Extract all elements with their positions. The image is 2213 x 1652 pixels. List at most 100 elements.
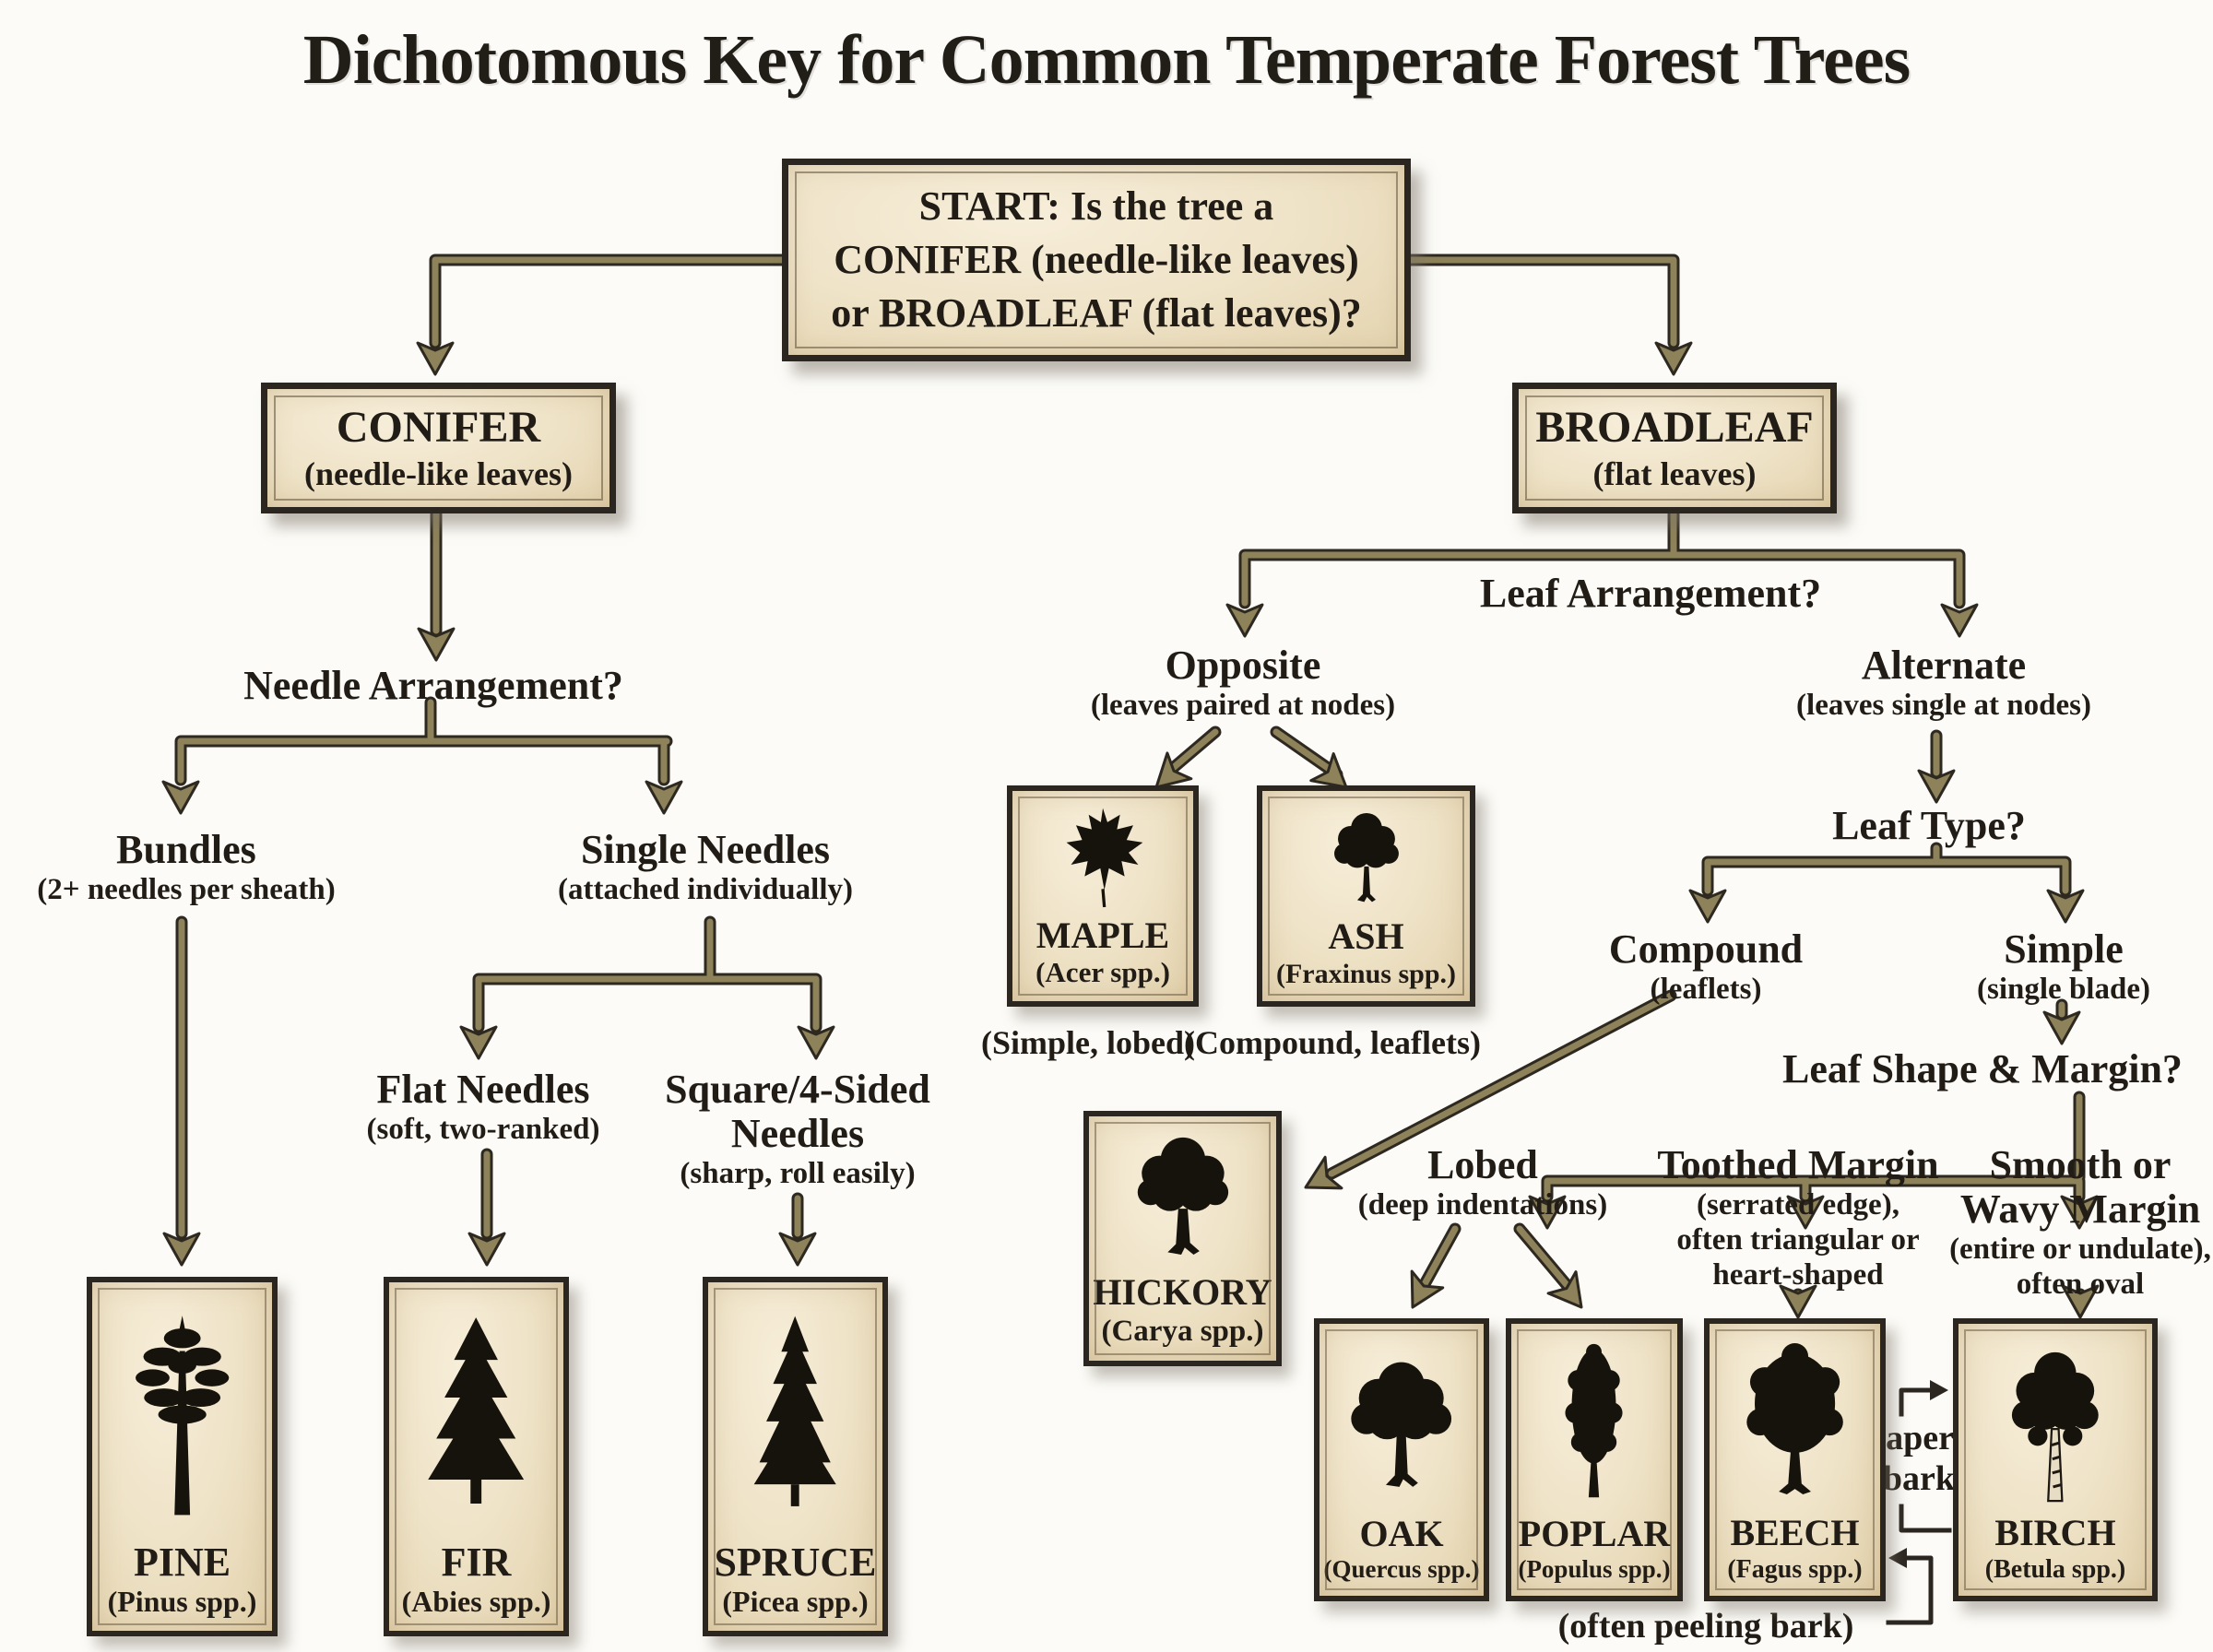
option-label: Lobed	[1427, 1142, 1538, 1187]
option-label: Flat Needles	[376, 1067, 590, 1112]
note-text: (Compound, leaflets)	[1184, 1024, 1481, 1061]
option-label: Simple	[2004, 926, 2124, 972]
connector-fills	[177, 256, 2084, 1302]
start-line: START: Is the tree a	[918, 183, 1274, 229]
option-label: Alternate	[1861, 643, 2027, 688]
species-card-fir: FIR (Abies spp.)	[384, 1277, 569, 1636]
species-card-beech: BEECH (Fagus spp.)	[1704, 1318, 1886, 1601]
species-card-spruce: SPRUCE (Picea spp.)	[703, 1277, 888, 1636]
pine-tree-icon	[135, 1316, 230, 1516]
species-latin: (Populus spp.)	[1518, 1555, 1671, 1584]
species-name: HICKORY	[1093, 1271, 1272, 1314]
maple-leaf-icon	[1066, 808, 1143, 908]
question-leaf-arrangement: Leaf Arrangement?	[1480, 572, 1821, 616]
species-name: MAPLE	[1035, 914, 1170, 956]
option-sub: (entire or undulate),	[1949, 1233, 2211, 1266]
question-leaf-shape-margin: Leaf Shape & Margin?	[1782, 1047, 2183, 1092]
question-needle-arrangement: Needle Arrangement?	[243, 664, 623, 708]
question-text: Leaf Arrangement?	[1479, 571, 1822, 616]
annotation-text: bark	[1882, 1459, 1956, 1498]
option-label: Smooth or	[1989, 1142, 2172, 1187]
start-node: START: Is the tree a CONIFER (needle-lik…	[782, 159, 1411, 361]
option-bundles: Bundles (2+ needles per sheath)	[37, 828, 335, 907]
option-sub: (single blade)	[1977, 973, 2150, 1006]
broadleaf-node: BROADLEAF (flat leaves)	[1512, 383, 1837, 513]
oak-tree-icon	[1351, 1362, 1452, 1487]
question-text: Leaf Shape & Margin?	[1782, 1046, 2183, 1092]
conifer-node: CONIFER (needle-like leaves)	[261, 383, 616, 513]
species-latin: (Acer spp.)	[1035, 956, 1170, 989]
species-latin: (Abies spp.)	[401, 1585, 551, 1619]
species-latin: (Pinus spp.)	[107, 1585, 257, 1619]
conifer-node-sub: (needle-like leaves)	[304, 455, 573, 492]
species-name: OAK	[1359, 1513, 1444, 1555]
start-line: or BROADLEAF (flat leaves)?	[831, 290, 1362, 336]
hickory-tree-icon	[1137, 1137, 1228, 1255]
option-sub: often triangular or	[1676, 1223, 1920, 1257]
option-sub: (attached individually)	[558, 873, 853, 906]
species-card-birch: BIRCH (Betula spp.)	[1953, 1318, 2158, 1601]
beech-tree-icon	[1746, 1342, 1843, 1494]
species-latin: (Carya spp.)	[1101, 1315, 1264, 1349]
option-flat-needles: Flat Needles (soft, two-ranked)	[367, 1068, 600, 1147]
option-sub: (leaves paired at nodes)	[1090, 689, 1396, 722]
species-name: BEECH	[1730, 1512, 1860, 1554]
option-compound: Compound (leaflets)	[1609, 927, 1803, 1007]
species-name: FIR	[441, 1539, 512, 1585]
species-card-maple: MAPLE (Acer spp.)	[1007, 785, 1199, 1007]
option-label: Wavy Margin	[1959, 1186, 2201, 1232]
species-name: POPLAR	[1518, 1513, 1671, 1555]
papery-bark-arrow	[1930, 1380, 1948, 1400]
question-leaf-type: Leaf Type?	[1832, 804, 2026, 848]
option-sub: (deep indentations)	[1357, 1188, 1608, 1221]
peeling-bark-arrow	[1888, 1548, 1907, 1568]
species-name: BIRCH	[1994, 1512, 2116, 1554]
option-smooth-wavy-margin: Smooth or Wavy Margin (entire or undulat…	[1949, 1143, 2211, 1302]
species-card-oak: OAK (Quercus spp.)	[1314, 1318, 1489, 1601]
option-sub: (sharp, roll easily)	[680, 1157, 916, 1190]
option-label: Needles	[730, 1111, 865, 1156]
annotation-text: (often peeling bark)	[1557, 1607, 1854, 1646]
option-label: Opposite	[1165, 643, 1321, 688]
option-label: Toothed Margin	[1657, 1142, 1939, 1187]
species-name: SPRUCE	[714, 1539, 877, 1585]
option-simple: Simple (single blade)	[1977, 927, 2150, 1007]
species-latin: (Fagus spp.)	[1727, 1554, 1863, 1584]
option-opposite: Opposite (leaves paired at nodes)	[1091, 643, 1395, 723]
spruce-tree-icon	[753, 1316, 837, 1506]
species-latin: (Quercus spp.)	[1323, 1555, 1480, 1584]
maple-note: (Simple, lobed)	[981, 1023, 1195, 1062]
option-square-needles: Square/4-Sided Needles (sharp, roll easi…	[665, 1068, 930, 1191]
option-sub: (serrated edge),	[1697, 1188, 1899, 1221]
option-toothed-margin: Toothed Margin (serrated edge), often tr…	[1657, 1143, 1938, 1292]
option-lobed: Lobed (deep indentations)	[1358, 1143, 1607, 1222]
option-alternate: Alternate (leaves single at nodes)	[1796, 643, 2091, 723]
question-text: Needle Arrangement?	[243, 663, 623, 708]
peeling-bark-label: (often peeling bark)	[1558, 1606, 1854, 1646]
fir-tree-icon	[428, 1317, 525, 1504]
species-card-poplar: POPLAR (Populus spp.)	[1506, 1318, 1683, 1601]
option-sub: (leaflets)	[1650, 973, 1762, 1006]
species-card-pine: PINE (Pinus spp.)	[87, 1277, 278, 1636]
start-line: CONIFER (needle-like leaves)	[834, 237, 1359, 282]
species-card-hickory: HICKORY (Carya spp.)	[1083, 1111, 1282, 1366]
ash-note: (Compound, leaflets)	[1184, 1023, 1481, 1062]
poplar-tree-icon	[1565, 1343, 1624, 1498]
broadleaf-node-sub: (flat leaves)	[1592, 455, 1757, 492]
page-title: Dichotomous Key for Common Temperate For…	[302, 21, 1911, 99]
ash-tree-icon	[1333, 812, 1399, 903]
question-text: Leaf Type?	[1832, 803, 2026, 848]
option-sub: heart-shaped	[1712, 1258, 1884, 1292]
species-latin: (Betula spp.)	[1984, 1554, 2126, 1584]
option-sub: (soft, two-ranked)	[366, 1113, 600, 1146]
option-label: Square/4-Sided	[665, 1067, 930, 1112]
option-label: Compound	[1608, 926, 1804, 972]
species-card-ash: ASH (Fraxinus spp.)	[1257, 785, 1475, 1007]
species-name: PINE	[133, 1539, 231, 1585]
broadleaf-node-label: BROADLEAF	[1535, 403, 1814, 452]
option-sub: (2+ needles per sheath)	[37, 873, 336, 906]
birch-tree-icon	[2012, 1351, 2099, 1503]
species-name: ASH	[1328, 914, 1404, 957]
option-label: Single Needles	[580, 827, 831, 872]
